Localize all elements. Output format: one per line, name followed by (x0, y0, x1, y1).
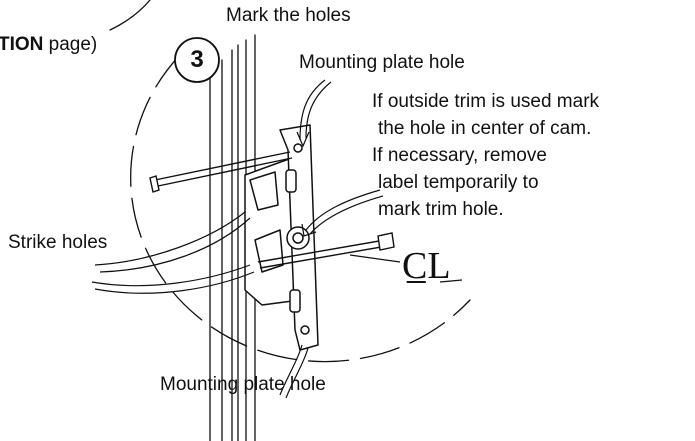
trim-note-line-5: mark trim hole. (378, 199, 504, 220)
step-title: Mark the holes (226, 5, 351, 26)
step-circle (174, 37, 220, 83)
detail-circle (130, 54, 471, 363)
threaded-rods (149, 151, 395, 269)
trim-note-line-2: the hole in center of cam. (378, 118, 592, 139)
previous-page-reference-rest: page) (43, 34, 98, 55)
label-mounting-plate-hole-top: Mounting plate hole (299, 52, 465, 73)
trim-note-line-3: If necessary, remove (372, 145, 547, 166)
trim-note: If outside trim is used mark the hole in… (372, 88, 599, 223)
previous-page-reference: TION page) (0, 34, 97, 56)
label-mounting-plate-hole-bottom: Mounting plate hole (160, 374, 326, 395)
label-strike-holes: Strike holes (8, 232, 108, 253)
previous-page-reference-bold: TION (0, 34, 44, 55)
centerline-symbol: C̲L (402, 245, 451, 287)
trim-note-line-4: label temporarily to (378, 172, 539, 193)
pointer-arrows (91, 79, 463, 399)
step-number: 3 (190, 46, 204, 73)
trim-note-line-1: If outside trim is used mark (372, 91, 600, 112)
